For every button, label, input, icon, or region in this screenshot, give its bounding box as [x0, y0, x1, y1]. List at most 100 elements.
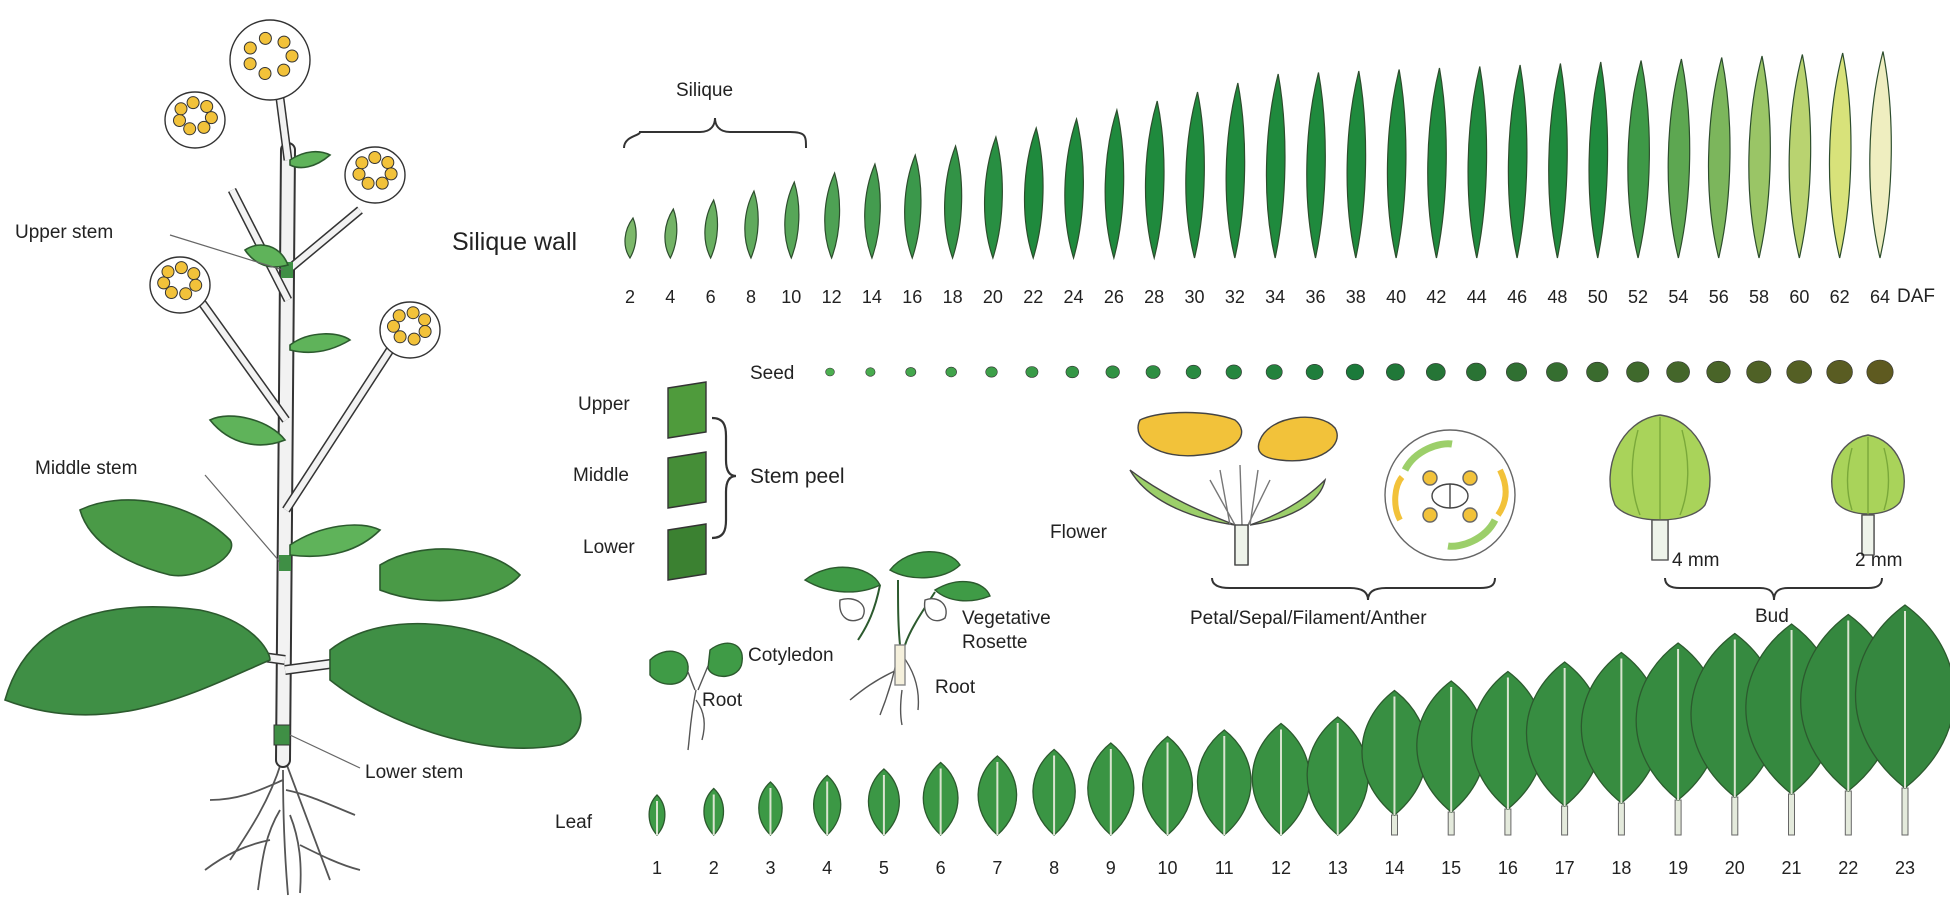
leaf-number: 5 — [878, 858, 889, 878]
silique-pod — [1548, 63, 1568, 259]
floret — [204, 111, 218, 125]
floret — [243, 57, 257, 71]
leaf-number: 19 — [1668, 858, 1689, 878]
floret — [183, 122, 197, 136]
silique-day-number: 12 — [821, 287, 842, 307]
seed — [1386, 363, 1405, 381]
seed — [865, 367, 876, 377]
stem-peel-piece — [667, 381, 707, 439]
silique-pod — [1346, 70, 1367, 259]
label-leaf: Leaf — [555, 812, 592, 833]
label-seed: Seed — [750, 363, 795, 384]
label-bud: Bud — [1755, 606, 1789, 627]
seed — [1466, 362, 1487, 382]
label-lower-stem: Lower stem — [365, 762, 464, 783]
silique-pod — [1588, 61, 1609, 259]
leaf-number: 7 — [992, 858, 1003, 878]
silique-day-number: 38 — [1345, 287, 1366, 307]
floret — [186, 96, 200, 110]
plant-label-lines — [169, 234, 361, 769]
seed — [1626, 361, 1650, 383]
plant-leaves — [4, 150, 582, 749]
silique-day-number: 62 — [1829, 287, 1850, 307]
silique-pod — [1386, 69, 1407, 259]
leaf-number: 23 — [1894, 858, 1916, 878]
floret — [407, 332, 421, 346]
label-silique-wall: Silique wall — [452, 228, 578, 256]
leaf-number: 10 — [1157, 858, 1178, 878]
bud-large — [1609, 414, 1711, 561]
silique-day-number: 30 — [1184, 287, 1205, 307]
leaf — [1142, 735, 1194, 836]
floret — [418, 325, 432, 338]
leaf — [758, 781, 783, 836]
silique-day-number: 50 — [1587, 287, 1608, 307]
floret — [418, 313, 432, 327]
leaf — [813, 774, 842, 836]
flower-cross-section — [1384, 429, 1516, 561]
seed — [1426, 363, 1446, 381]
leaf-number: 14 — [1384, 858, 1405, 878]
silique-day-number: 26 — [1103, 287, 1124, 307]
floret — [179, 287, 193, 301]
leaf-number: 1 — [651, 858, 662, 878]
silique-day-number: 42 — [1426, 287, 1447, 307]
floret — [368, 151, 382, 164]
seed — [1185, 364, 1202, 380]
label-root-rosette: Root — [935, 677, 976, 698]
leaf — [1251, 722, 1311, 836]
silique-day-number: 44 — [1466, 287, 1487, 307]
silique-day-number: 64 — [1869, 287, 1891, 307]
seed — [1866, 359, 1894, 385]
silique-day-number: 52 — [1628, 287, 1649, 307]
silique-brace — [623, 117, 807, 149]
silique-pod — [1467, 66, 1488, 259]
silique-pod — [1627, 60, 1650, 259]
silique-pod — [1064, 116, 1084, 261]
leaf-number: 4 — [822, 858, 833, 878]
silique-pod — [1707, 57, 1731, 259]
silique-day-number: 46 — [1507, 287, 1528, 307]
leaf — [1854, 604, 1950, 836]
floret — [197, 120, 211, 134]
leaf-number: 13 — [1327, 858, 1348, 878]
silique-pod — [1104, 107, 1125, 261]
leaf-number: 18 — [1611, 858, 1632, 878]
seed — [1586, 361, 1609, 383]
silique-pod — [1507, 64, 1528, 259]
leaf — [703, 787, 725, 836]
label-stem-peel: Stem peel — [750, 465, 845, 488]
leaf-number: 3 — [765, 858, 776, 878]
seed — [905, 367, 917, 377]
seed — [1305, 363, 1324, 380]
leaf — [1032, 748, 1076, 836]
label-root-seedling: Root — [702, 690, 743, 711]
flower-side-view — [1129, 411, 1338, 566]
floret — [392, 309, 406, 323]
seed — [1546, 362, 1568, 382]
floret — [381, 156, 395, 169]
silique-day-number: 20 — [982, 287, 1003, 307]
silique-day-number: 28 — [1144, 287, 1165, 307]
floret — [406, 306, 420, 320]
silique-day-number: 6 — [705, 287, 716, 307]
floret — [258, 31, 272, 45]
seed — [1025, 366, 1039, 378]
leaf-number: 2 — [708, 858, 719, 878]
label-flower: Flower — [1050, 522, 1108, 543]
silique-day-number: 16 — [902, 287, 923, 307]
seed — [1225, 364, 1242, 380]
stem-peel-piece — [667, 451, 707, 509]
silique-pod — [1306, 72, 1326, 259]
leaf-number: 11 — [1214, 858, 1234, 878]
floret — [173, 114, 186, 127]
seed — [1145, 365, 1161, 379]
silique-pod — [664, 207, 678, 260]
silique-day-number: 40 — [1386, 287, 1407, 307]
label-flower-parts: Petal/Sepal/Filament/Anther — [1190, 608, 1427, 629]
silique-day-number: 58 — [1749, 287, 1770, 307]
leaf — [648, 794, 666, 836]
silique-pod — [984, 135, 1003, 260]
silique-day-number: 22 — [1023, 287, 1044, 307]
floret — [352, 167, 366, 181]
